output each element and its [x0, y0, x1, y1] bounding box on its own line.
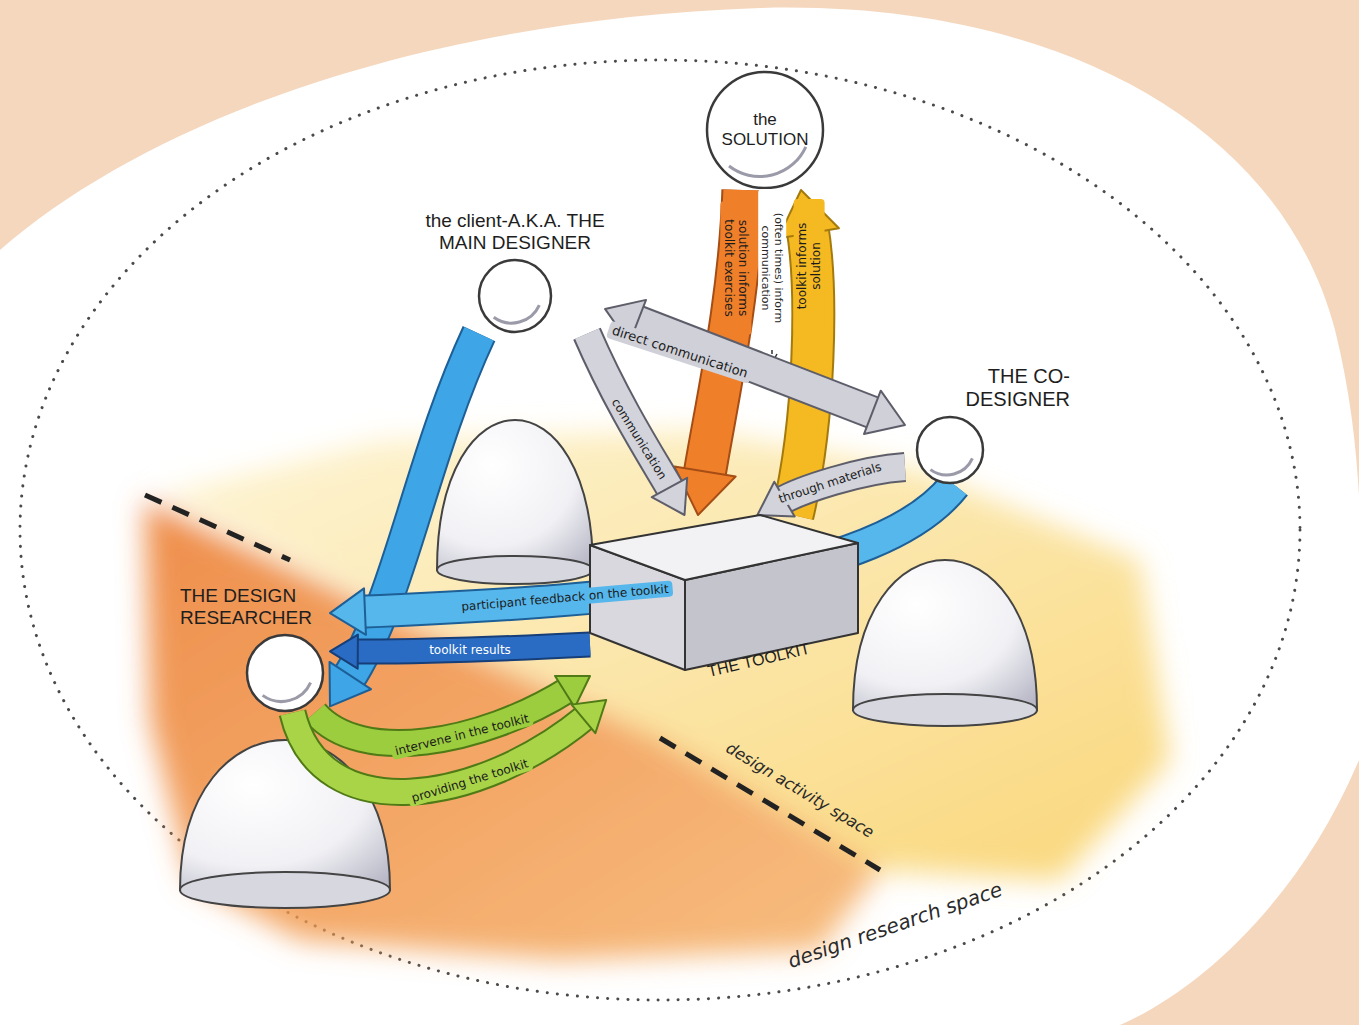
head-shade	[263, 682, 311, 701]
arrow-label: toolkit informs solution	[794, 199, 825, 333]
arrow-label: solution informs toolkit exercises	[721, 201, 752, 335]
node-label: THE DESIGN RESEARCHER	[180, 585, 330, 629]
circle-outline	[707, 72, 823, 188]
arrow-outline	[587, 334, 672, 492]
arrow-head	[330, 662, 371, 706]
body-dome	[853, 560, 1037, 710]
node-label: the client-A.K.A. THE MAIN DESIGNER	[425, 210, 605, 254]
body-dome	[437, 420, 593, 570]
dome-base	[180, 872, 390, 908]
node-label: the SOLUTION	[717, 110, 813, 149]
design-researcher-figure: THE DESIGN RESEARCHER	[180, 585, 330, 713]
dome-base	[437, 556, 593, 584]
head-outline	[247, 635, 323, 711]
note-text: (often times) inform communication	[758, 189, 786, 347]
main-designer-figure: the client-A.K.A. THE MAIN DESIGNER	[425, 210, 605, 334]
arrow-connector	[587, 334, 687, 515]
box-face	[590, 515, 858, 580]
dotted-boundary	[20, 60, 1300, 1000]
arrow-band	[587, 334, 672, 492]
solution-circle: the SOLUTION	[705, 70, 825, 190]
circle-shade	[729, 147, 806, 177]
body-dome	[180, 740, 390, 890]
head-shade	[494, 305, 540, 323]
head-outline	[479, 260, 551, 332]
arrow-head	[330, 588, 366, 634]
body-dome	[180, 420, 1037, 908]
head-outline	[917, 417, 983, 483]
arrow-outline	[633, 320, 878, 415]
head-circle	[915, 415, 985, 485]
dashed-divider	[660, 738, 880, 870]
dashed-divider	[145, 495, 290, 560]
ground-wash	[145, 430, 1170, 960]
arrow-label: toolkit results	[425, 642, 515, 658]
arrow-connector	[605, 300, 905, 434]
arrow-connector	[778, 190, 839, 515]
dome-base	[853, 694, 1037, 726]
head-circle	[477, 258, 553, 334]
arrow-head	[572, 700, 607, 733]
arrow-outline	[293, 713, 587, 792]
arrow-head	[330, 635, 358, 669]
co-designer-figure: THE CO-DESIGNER	[905, 365, 1070, 485]
arrow-band	[633, 320, 878, 415]
node-label: THE CO-DESIGNER	[905, 365, 1070, 411]
arrow-band	[293, 713, 587, 792]
head-circle	[245, 633, 325, 713]
orange-ground	[145, 500, 880, 960]
arrow-connector	[330, 635, 590, 669]
arrow-head	[864, 391, 905, 434]
toolkit-box: THE TOOLKIT	[590, 515, 860, 700]
head-shade	[930, 458, 972, 475]
white-blob	[0, 8, 1359, 1025]
